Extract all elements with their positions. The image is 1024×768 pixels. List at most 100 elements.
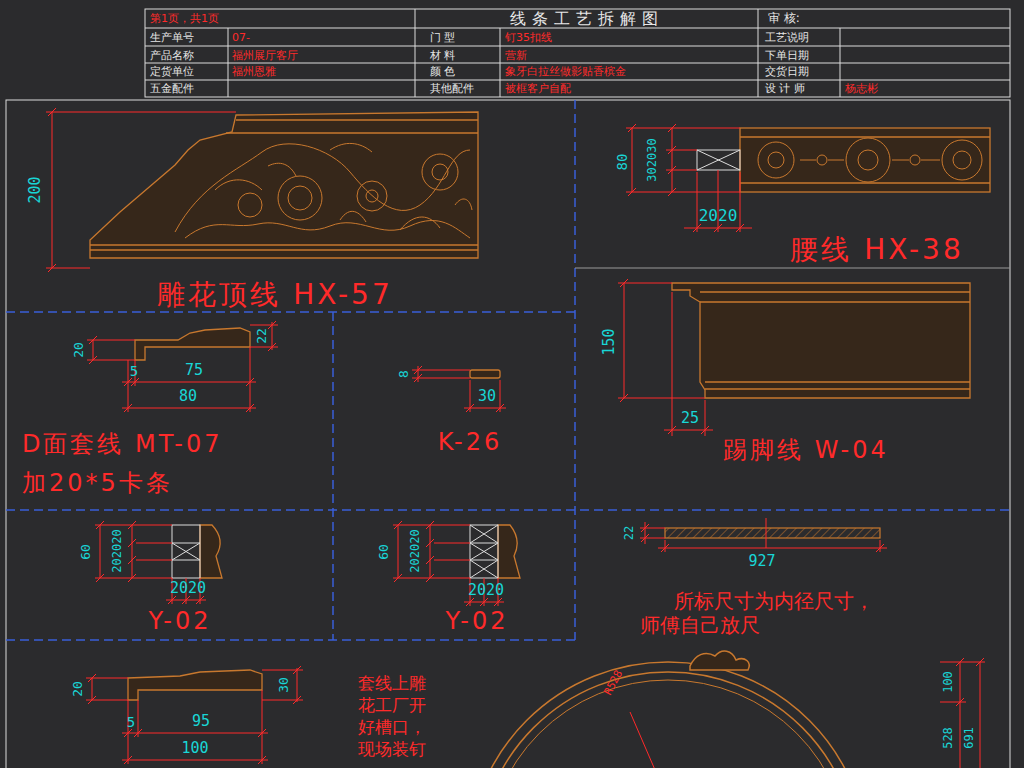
dimension-value: 30 [478,388,496,405]
part-caption: Y-02 [148,608,211,636]
dimension-line [464,578,504,606]
dimension-value: 691 [963,727,977,749]
waist-molding-profile [817,155,827,165]
section-block [697,150,740,170]
dimension-line [626,128,740,192]
dimension-line [46,108,236,272]
section-block [470,525,498,578]
waist-molding-profile [800,160,940,161]
crown-molding-profile [175,144,470,232]
crown-molding-profile [175,143,472,238]
table-cell: 其他配件 [430,83,474,96]
dimension-value: 22 [255,328,270,344]
dimension-line [46,108,236,272]
dimension-line [393,521,470,582]
dimension-value: 2020 [468,582,504,599]
title-block-grid [6,9,1010,768]
section-divider [575,268,1010,269]
dimension-value: 100 [181,740,208,757]
dimension-value: 927 [748,553,775,570]
crown-molding-profile [268,163,472,222]
table-cell: 象牙白拉丝做影贴香槟金 [505,66,626,79]
waist-molding-profile [768,152,784,168]
section-block [697,150,740,170]
part-caption: Y-02 [445,608,508,636]
y-profile [200,525,520,578]
dimension-line [640,522,665,544]
section-block [697,150,740,170]
part-caption: K-26 [438,429,502,457]
sheet-title: 线条工艺拆解图 [510,10,664,28]
dimension-line [412,366,506,412]
section-block [172,525,498,578]
section-block [172,525,200,578]
casing-profile [128,670,262,700]
section-divider [574,100,576,640]
waist-molding-profile [740,128,990,192]
section-block [172,543,200,560]
casing-profile [135,328,250,360]
dimension-value: 80 [179,388,197,405]
dimension-line [618,279,705,402]
note-text: 套线上雕花工厂开好槽口，现场装钉 [358,672,438,760]
waist-molding-profile [740,128,990,192]
title-block-grid [500,28,501,97]
table-cell: 定货单位 [150,66,194,79]
y-profile [498,525,520,578]
crown-molding-profile [90,112,478,258]
dimension-line [464,380,506,412]
dimension-line [87,321,278,412]
dimension-line [87,336,135,364]
dimension-line [940,658,985,768]
table-cell: 产品名称 [150,50,194,63]
waist-molding-profile [846,138,890,182]
table-cell: 福州恩雅 [232,66,276,79]
arch-frame [690,651,749,670]
crown-molding-profile [288,186,312,210]
dimension-value: 8 [397,370,412,378]
dimension-line [412,366,470,382]
crown-molding-profile [278,176,322,220]
waist-molding-profile [953,151,971,169]
section-divider [6,509,1010,511]
table-cell: 设 计 师 [765,83,805,96]
table-cell: 营新 [505,50,527,63]
section-divider [6,100,1010,640]
radius-leader [630,712,668,768]
dimension-value: 5 [127,714,135,730]
dimension-value: 75 [185,362,203,379]
casing-profile [135,328,250,360]
dimension-line [122,690,268,764]
dimension-value: R528 [602,668,626,697]
waist-molding-profile [858,150,878,170]
dimension-line [95,521,172,582]
table-cell: 第1页，共1页 [150,13,219,26]
title-block-grid [758,9,759,97]
part-caption: 加20*5卡条 [22,470,173,498]
table-cell: 07- [232,32,250,45]
section-divider [332,312,334,640]
dimension-value: 20 [72,342,87,358]
table-cell: 五金配件 [150,83,194,96]
waist-molding-profile [758,142,794,178]
dimension-value: 60 [79,544,94,560]
dimension-value: 200 [27,176,44,203]
dimension-line [95,521,504,606]
table-cell: 工艺说明 [765,32,809,45]
table-cell: 审 核: [768,12,800,26]
dimension-value: 150 [601,328,618,355]
dimension-value: 80 [614,154,630,171]
title-block-grid [6,100,1010,768]
y-profile [200,525,222,578]
crown-molding-profile [432,164,448,180]
k-strip-profile [470,370,500,378]
part-caption: 踢脚线 W-04 [723,437,889,465]
waist-molding-profile [758,138,982,182]
table-cell: 生产单号 [150,32,194,45]
skirting-profile [672,283,970,398]
title-block-grid [228,28,229,97]
table-cell: 交货日期 [765,66,809,79]
table-cell: 材 料 [430,50,456,63]
dimension-value: 20 [71,681,86,697]
